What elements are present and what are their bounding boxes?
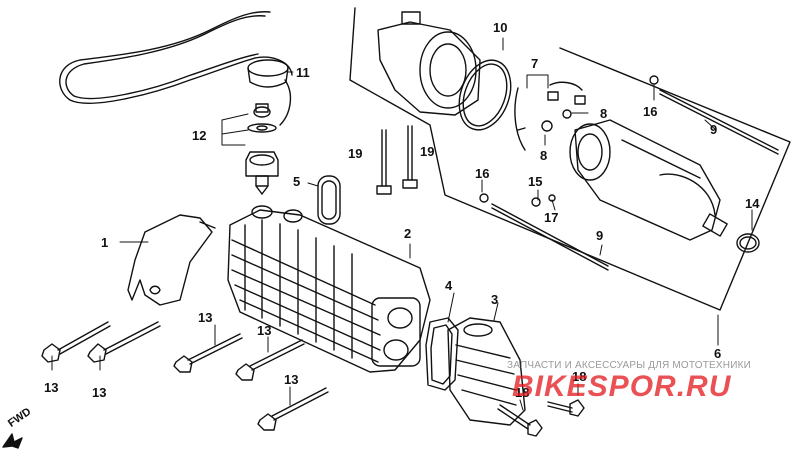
head-gasket bbox=[425, 317, 459, 391]
callout-13: 13 bbox=[198, 310, 212, 325]
gasket-small bbox=[317, 175, 341, 225]
starter-through-bolt-upper bbox=[659, 89, 779, 155]
starter-motor bbox=[569, 119, 728, 241]
small-screws bbox=[479, 75, 659, 207]
callout-7: 7 bbox=[531, 56, 538, 71]
callout-5: 5 bbox=[293, 174, 300, 189]
callout-1: 1 bbox=[101, 235, 108, 250]
brush-holder bbox=[514, 81, 586, 151]
callout-8: 8 bbox=[600, 106, 607, 121]
callout-13: 13 bbox=[257, 323, 271, 338]
starter-o-ring bbox=[458, 59, 512, 131]
callout-17: 17 bbox=[544, 210, 558, 225]
starter-front-housing bbox=[377, 11, 481, 116]
bolt-13-b bbox=[87, 321, 161, 363]
callout-8: 8 bbox=[540, 148, 547, 163]
bolt-13-e bbox=[257, 387, 329, 431]
callout-15: 15 bbox=[528, 174, 542, 189]
watermark-brand: BIKESPOR.RU bbox=[512, 370, 732, 403]
starter-through-bolt-lower bbox=[491, 203, 609, 271]
bolt-19-right bbox=[402, 125, 418, 189]
callout-12: 12 bbox=[192, 128, 206, 143]
starter-assembly-bracket bbox=[349, 7, 791, 311]
sensor-switch bbox=[247, 59, 292, 126]
callout-13: 13 bbox=[284, 372, 298, 387]
forward-arrow bbox=[2, 433, 23, 449]
callout-16: 16 bbox=[643, 104, 657, 119]
bolt-13-a bbox=[41, 321, 111, 363]
watermark-tagline: ЗАПЧАСТИ И АКСЕССУАРЫ ДЛЯ МОТОТЕХНИКИ bbox=[507, 360, 752, 371]
callout-10: 10 bbox=[493, 20, 507, 35]
callout-16: 16 bbox=[475, 166, 489, 181]
callout-18: 18 bbox=[515, 385, 529, 400]
bolt-13-c bbox=[173, 333, 243, 373]
bracket-cover bbox=[127, 214, 216, 306]
sensor-wire bbox=[59, 11, 293, 104]
callout-9: 9 bbox=[710, 122, 717, 137]
callout-19: 19 bbox=[348, 146, 362, 161]
callout-18: 18 bbox=[572, 369, 586, 384]
oil-pressure-switch bbox=[245, 151, 279, 195]
callout-9: 9 bbox=[596, 228, 603, 243]
callout-13: 13 bbox=[44, 380, 58, 395]
callout-19: 19 bbox=[420, 144, 434, 159]
bolt-18-left bbox=[497, 404, 543, 437]
head-cover bbox=[447, 317, 526, 426]
callout-11: 11 bbox=[296, 65, 310, 80]
callout-6: 6 bbox=[714, 346, 721, 361]
leader-lines bbox=[51, 37, 753, 411]
bolt-19-left bbox=[376, 129, 392, 195]
bolt-18-right bbox=[547, 399, 585, 417]
callout-2: 2 bbox=[404, 226, 411, 241]
bolt-13-d bbox=[235, 339, 305, 381]
sealing-washer-set bbox=[247, 103, 277, 133]
engine-cylinder-block bbox=[227, 205, 431, 373]
callout-13: 13 bbox=[92, 385, 106, 400]
callout-14: 14 bbox=[745, 196, 760, 211]
starter-shaft-o-ring bbox=[736, 233, 760, 253]
callout-4: 4 bbox=[445, 278, 453, 293]
callout-3: 3 bbox=[491, 292, 498, 307]
